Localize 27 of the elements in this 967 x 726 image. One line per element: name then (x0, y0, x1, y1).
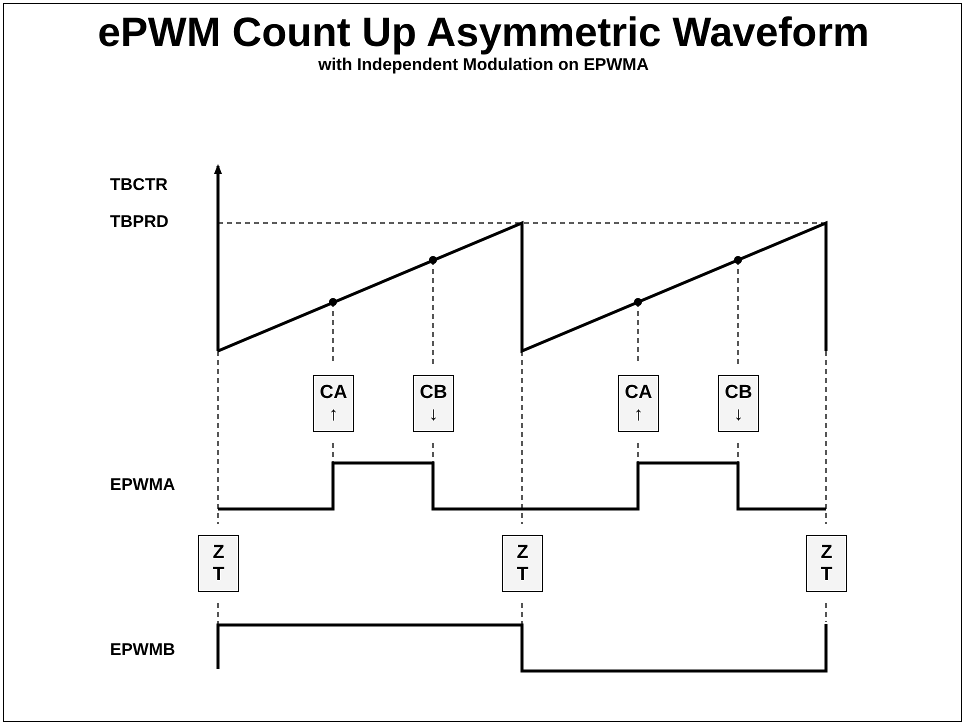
event-text: CB (420, 382, 448, 404)
event-box (618, 375, 659, 432)
event-text: Z (212, 542, 224, 564)
signal-label: EPWMB (110, 640, 176, 660)
event-box (198, 535, 239, 592)
signal-label: TBPRD (110, 212, 169, 232)
signal-label: TBCTR (110, 175, 168, 195)
title: ePWM Count Up Asymmetric Waveform (96, 10, 870, 54)
event-text: T (212, 564, 224, 586)
event-text: Z (516, 542, 528, 564)
event-text: ↓ (734, 404, 744, 426)
event-text: ↓ (428, 404, 438, 426)
event-box (806, 535, 847, 592)
subtitle: with Independent Modulation on EPWMA (317, 55, 650, 75)
signal-label: EPWMA (110, 475, 176, 495)
event-text: CB (724, 382, 752, 404)
event-box (502, 535, 543, 592)
event-text: CA (624, 382, 652, 404)
event-box (413, 375, 454, 432)
event-box (718, 375, 759, 432)
event-text: CA (320, 382, 348, 404)
event-text: ↑ (634, 404, 644, 426)
event-text: Z (820, 542, 832, 564)
event-text: ↑ (328, 404, 338, 426)
event-box (313, 375, 354, 432)
event-text: T (820, 564, 832, 586)
event-text: T (516, 564, 528, 586)
